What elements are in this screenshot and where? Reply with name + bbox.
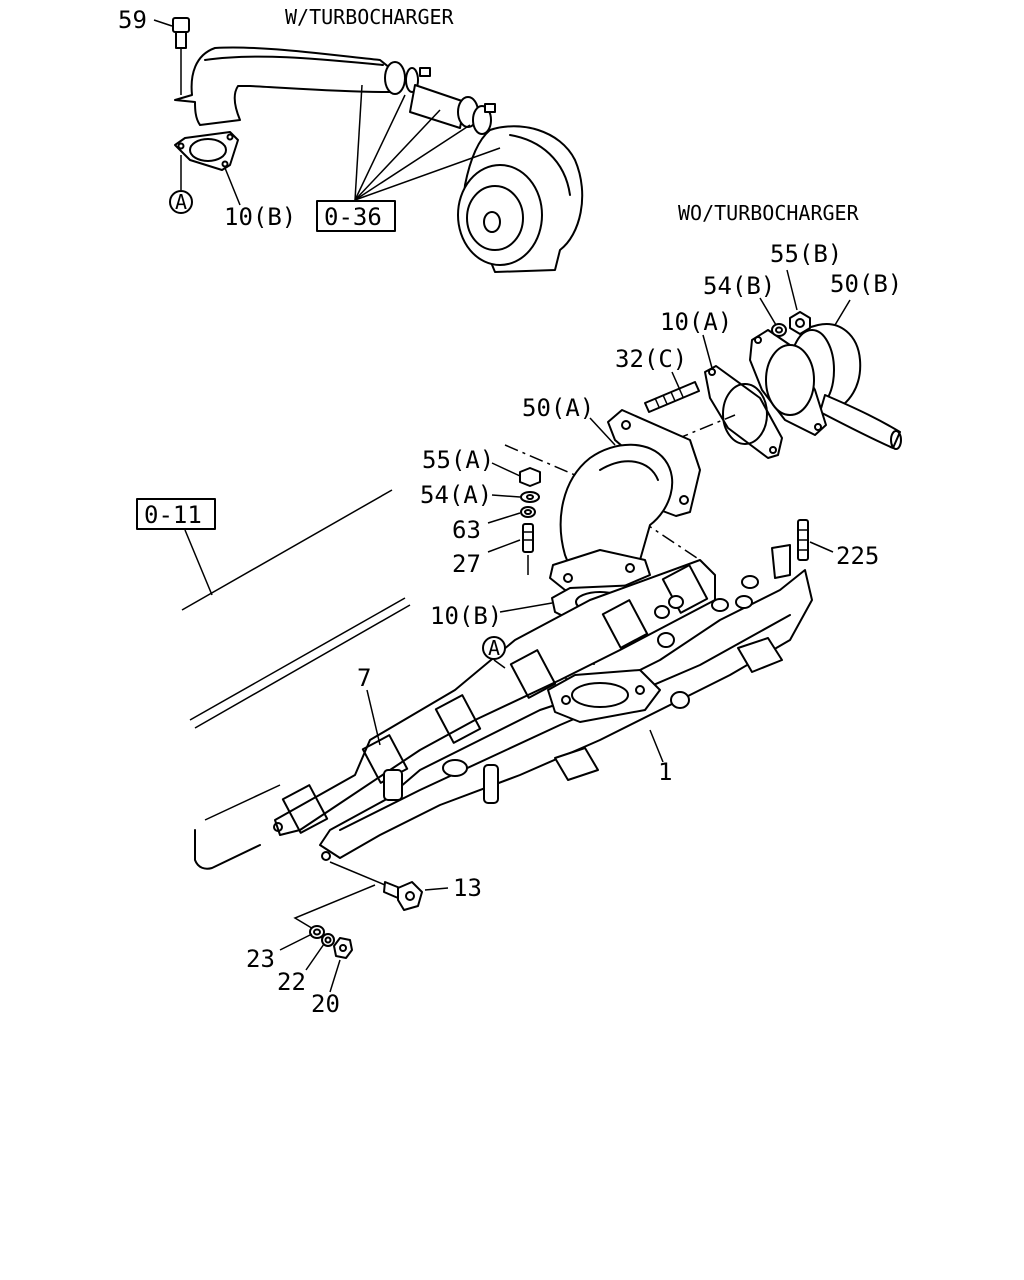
washer-23-icon [309,925,325,939]
ref-box-0-36-label: 0-36 [324,203,382,231]
part-label-1: 1 [658,758,672,786]
part-label-22: 22 [277,968,306,996]
stud-225-icon [771,519,809,579]
gasket-10a [704,365,783,459]
boss-icon [483,764,499,804]
nut-55a-icon [519,467,541,487]
ref-box-0-11: 0-11 [136,498,216,530]
elbow-50a [549,409,701,593]
part-label-54a: 54(A) [420,481,492,509]
nut-55b-icon [789,311,811,335]
part-label-10b-mid: 10(B) [430,602,502,630]
cylinder-head-outline [181,489,411,870]
leader-lines [153,19,851,993]
part-label-50b: 50(B) [830,270,902,298]
part-label-55b: 55(B) [770,240,842,268]
fastener-stack-bottom [293,884,376,959]
nut-20-icon [333,937,353,959]
part-label-50a: 50(A) [522,394,594,422]
washer-54b-icon [771,323,787,337]
washer-63-icon [520,506,536,518]
caption-without-turbo: WO/TURBOCHARGER [678,201,860,225]
callout-a-top-label: A [175,190,187,214]
caption-with-turbo: W/TURBOCHARGER [285,5,455,29]
part-label-225: 225 [836,542,879,570]
callout-a-mid: A [482,636,506,660]
part-label-32c: 32(C) [615,345,687,373]
part-label-7: 7 [357,664,371,692]
part-label-59: 59 [118,6,147,34]
ref-box-0-36: 0-36 [316,200,396,232]
washer-54a-icon [520,491,540,503]
bolt-59-icon [172,17,190,95]
part-label-20: 20 [311,990,340,1018]
turbo-exhaust-pipe [174,46,396,126]
gasket-10b-top [174,131,239,171]
ref-0-36-leaders [354,84,501,201]
callout-a-top: A [169,190,193,214]
part-label-10b-top: 10(B) [224,203,296,231]
part-label-63: 63 [452,516,481,544]
non-turbo-outlet-parts [504,311,902,561]
turbo-assembly-drawing [172,17,584,273]
part-label-10a: 10(A) [660,308,732,336]
callout-a-mid-label: A [488,636,500,660]
ref-box-0-11-label: 0-11 [144,501,202,529]
fastener-stack-a [519,467,541,575]
washer-22-icon [321,933,335,947]
part-label-23: 23 [246,945,275,973]
boss-icon [383,769,403,801]
turbo-hose-clamps [384,61,496,135]
part-label-27: 27 [452,550,481,578]
bolt-13-icon [329,861,423,911]
part-label-55a: 55(A) [422,446,494,474]
turbocharger-icon [457,125,584,273]
part-label-54b: 54(B) [703,272,775,300]
exhaust-manifold-1 [273,519,813,861]
stud-32c-icon [644,381,700,413]
part-label-13: 13 [453,874,482,902]
stud-27-icon [522,523,534,553]
